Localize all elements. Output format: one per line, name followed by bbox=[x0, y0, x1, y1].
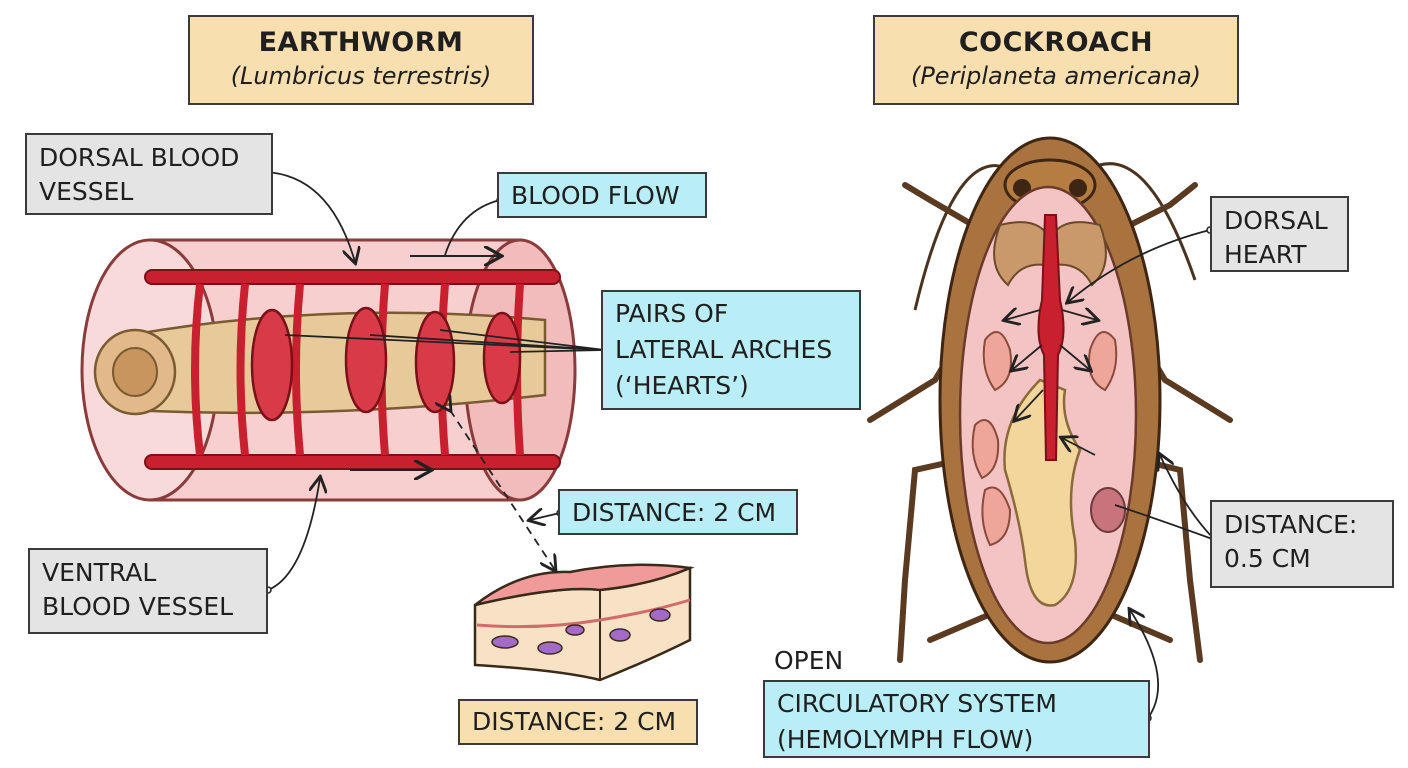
blood-flow-label: BLOOD FLOW bbox=[497, 172, 707, 218]
cockroach-title: COCKROACH bbox=[958, 27, 1154, 58]
cockroach-title-box: COCKROACH (Periplaneta americana) bbox=[873, 15, 1239, 105]
earthworm-leaders bbox=[264, 171, 606, 591]
blood-flow-label-text: BLOOD FLOW bbox=[511, 181, 680, 210]
earthworm-title-box: EARTHWORM (Lumbricus terrestris) bbox=[188, 15, 534, 105]
distance-label-2: DISTANCE: 2 CM bbox=[458, 699, 698, 745]
circulatory-system-label-line1: CIRCULATORY SYSTEM bbox=[777, 689, 1057, 718]
earthworm-title: EARTHWORM bbox=[258, 27, 464, 58]
dorsal-heart-label-line1: DORSAL bbox=[1224, 206, 1328, 235]
dorsal-heart-label: DORSAL HEART bbox=[1210, 196, 1349, 272]
distance-label-1: DISTANCE: 2 CM bbox=[558, 489, 798, 535]
lateral-arches-label: PAIRS OF LATERAL ARCHES (‘HEARTS’) bbox=[601, 290, 861, 410]
tissue-block bbox=[473, 563, 695, 682]
dorsal-blood-vessel bbox=[144, 269, 561, 285]
lateral-arches-label-line2: LATERAL ARCHES bbox=[615, 335, 833, 364]
ventral-vessel-label-line2: BLOOD VESSEL bbox=[42, 592, 234, 621]
cockroach-distance-label-line2: 0.5 CM bbox=[1224, 544, 1311, 573]
cockroach-distance-label-line1: DISTANCE: bbox=[1224, 510, 1358, 539]
dorsal-vessel-label: DORSAL BLOOD VESSEL bbox=[25, 133, 273, 215]
lateral-hearts bbox=[250, 306, 522, 422]
dorsal-vessel-label-line2: VESSEL bbox=[39, 177, 134, 206]
worm-flow-arrows bbox=[350, 256, 500, 470]
ventral-blood-vessel bbox=[144, 454, 561, 470]
distance-label-1-text: DISTANCE: 2 CM bbox=[572, 498, 777, 527]
cockroach-leaders bbox=[1068, 229, 1216, 719]
earthworm-species: (Lumbricus terrestris) bbox=[230, 62, 492, 90]
dorsal-vessel-label-line1: DORSAL BLOOD bbox=[39, 143, 240, 172]
cockroach-distance-label: DISTANCE: 0.5 CM bbox=[1210, 500, 1394, 588]
hemolymph-arrows bbox=[1005, 310, 1097, 456]
cockroach-species: (Periplaneta americana) bbox=[910, 62, 1202, 90]
dorsal-heart-label-line2: HEART bbox=[1224, 240, 1307, 269]
lateral-arches-label-line3: (‘HEARTS’) bbox=[615, 371, 749, 400]
ventral-vessel-label: VENTRAL BLOOD VESSEL bbox=[28, 548, 268, 634]
open-label: OPEN bbox=[774, 646, 844, 675]
distance-label-2-text: DISTANCE: 2 CM bbox=[472, 707, 677, 736]
circulatory-system-label: CIRCULATORY SYSTEM (HEMOLYMPH FLOW) bbox=[763, 680, 1150, 758]
dorsal-heart bbox=[1037, 214, 1065, 461]
ventral-vessel-label-line1: VENTRAL bbox=[42, 558, 157, 587]
circulatory-system-label-line2: (HEMOLYMPH FLOW) bbox=[777, 725, 1034, 754]
lateral-arches-label-line1: PAIRS OF bbox=[615, 299, 729, 328]
